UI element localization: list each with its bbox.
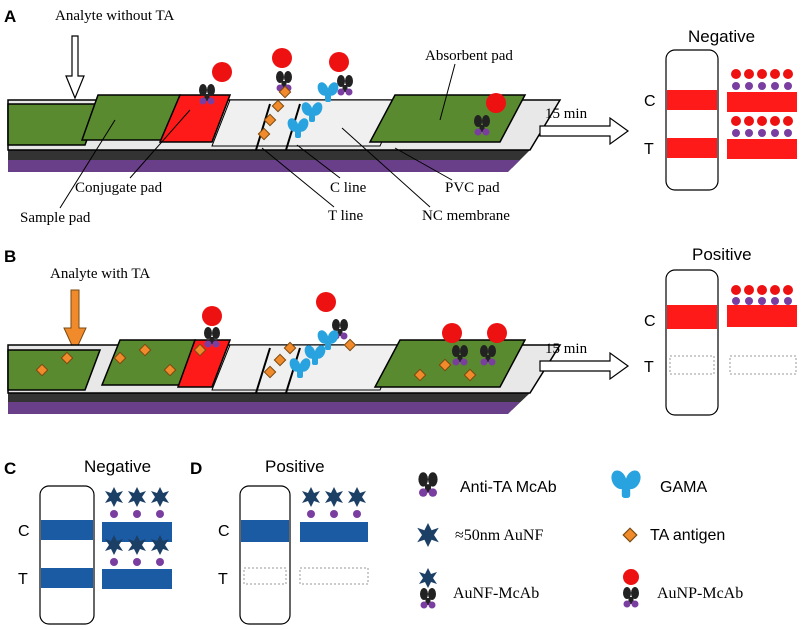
strip-t-label-b: T: [644, 359, 654, 376]
aunp-mcab-ab-icon: [623, 587, 639, 608]
panel-b-letter: B: [4, 247, 16, 266]
sample-pad-label: Sample pad: [20, 210, 91, 226]
time-arrow-b-icon: [539, 351, 630, 381]
strip-c-label-b: C: [644, 313, 656, 330]
pvc-pad-label: PVC pad: [445, 180, 500, 196]
result-strip-c: [39, 485, 95, 625]
panel-a-arrow-text: Analyte without TA: [55, 8, 175, 24]
result-strip-b: [665, 269, 719, 416]
panel-b-arrow-text: Analyte with TA: [50, 266, 150, 282]
result-strip-d: [239, 485, 291, 625]
panel-b-result: Positive: [692, 245, 752, 264]
strip-c-label: C: [644, 93, 656, 110]
panel-a-letter: A: [4, 7, 16, 26]
analyte-arrow-icon: [65, 35, 85, 100]
legend-ta-antigen: TA antigen: [650, 527, 725, 544]
legend-aunp-mcab: AuNP-McAb: [657, 585, 743, 602]
strip-t-label: T: [644, 141, 654, 158]
time-arrow-icon: [539, 116, 630, 146]
aunp-gold-icon: [623, 569, 639, 585]
sample-pad: [7, 103, 102, 146]
legend-aunf-mcab: AuNF-McAb: [453, 585, 539, 602]
conjugate-pad-label: Conjugate pad: [75, 180, 163, 196]
panel-b: B Analyte with TA 15 min Positive C T: [4, 245, 797, 416]
panel-d-result: Positive: [265, 457, 325, 476]
strip-t-label-c: T: [18, 571, 28, 588]
conjugate-pad: [158, 94, 232, 143]
panel-a: A Analyte without TA Absorbent pad Conju: [4, 7, 797, 226]
panel-c-letter: C: [4, 459, 16, 478]
ta-antigen-icon: [622, 527, 638, 543]
panel-c-result: Negative: [84, 457, 151, 476]
analyte-ta-arrow-icon: [63, 289, 87, 354]
aunf-icon: [417, 523, 439, 547]
aunf-mcab-star-icon: [419, 568, 437, 588]
strip-t-label-d: T: [218, 571, 228, 588]
result-strip-a: [665, 49, 719, 191]
t-line-label: T line: [328, 208, 363, 224]
gama-icon: [608, 467, 644, 498]
strip-c-label-c: C: [18, 523, 30, 540]
legend-anti-ta: Anti-TA McAb: [460, 479, 557, 496]
panel-a-time: 15 min: [545, 106, 588, 122]
legend: Anti-TA McAb GAMA ≈50nm AuNF TA antigen …: [417, 467, 743, 609]
legend-gama: GAMA: [660, 479, 707, 496]
strip-c-label-d: C: [218, 523, 230, 540]
absorbent-pad-label: Absorbent pad: [425, 48, 513, 64]
nc-membrane-label: NC membrane: [422, 208, 510, 224]
panel-a-result: Negative: [688, 27, 755, 46]
anti-ta-mcab-icon: [418, 472, 438, 497]
panel-d-letter: D: [190, 459, 202, 478]
c-line-label: C line: [330, 180, 367, 196]
legend-aunf: ≈50nm AuNF: [455, 527, 543, 544]
panel-c: C Negative C T: [4, 457, 172, 625]
panel-b-time: 15 min: [545, 341, 588, 357]
panel-d: D Positive C T: [190, 457, 369, 625]
aunf-mcab-ab-icon: [420, 588, 436, 609]
